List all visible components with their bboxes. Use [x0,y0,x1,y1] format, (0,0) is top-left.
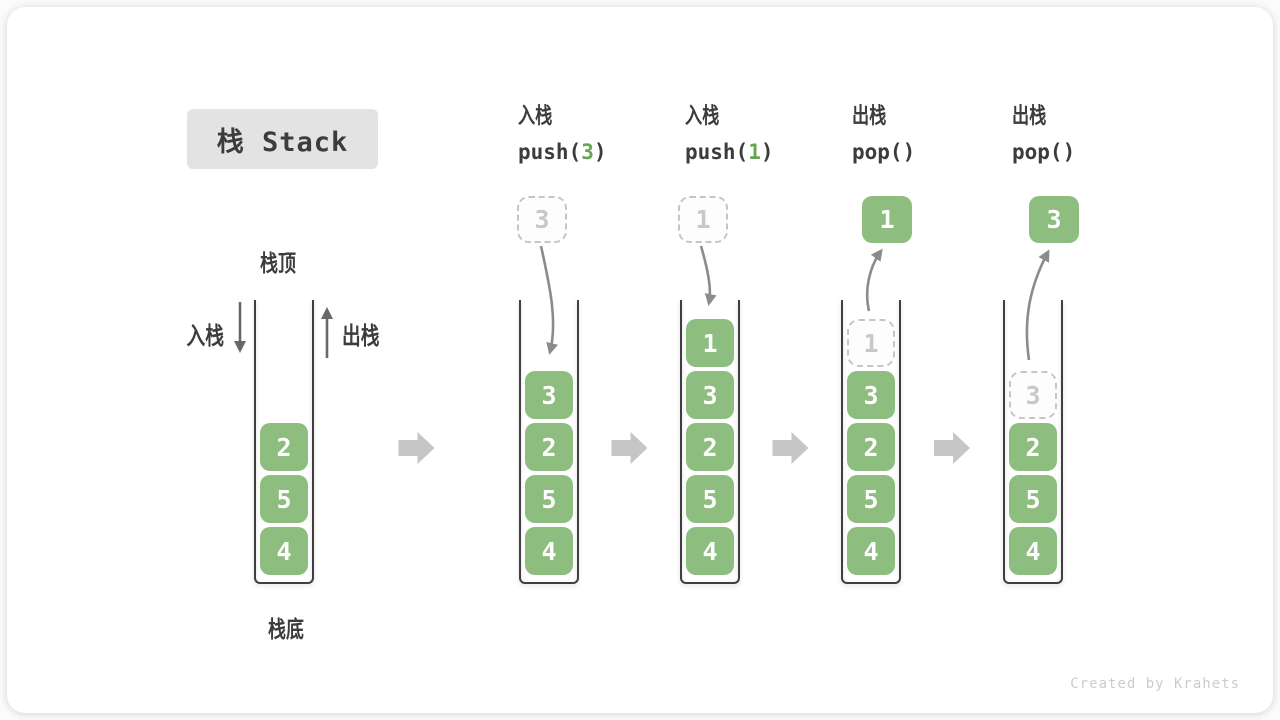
stack-block: 2 [525,423,573,471]
incoming-value-box: 1 [678,196,728,243]
pop-legend-label: 出栈 [342,322,380,350]
operation-4: 出栈 pop() [1012,104,1075,164]
title-badge: 栈 Stack [187,109,378,169]
op-code-pre: push( [518,140,582,165]
stack-block: 4 [260,527,308,575]
watermark: Created by Krahets [1070,676,1240,692]
stack-container-5 [1003,300,1063,584]
stack-top-label: 栈顶 [260,251,296,277]
op-label: 出栈 [1012,104,1047,129]
op-code-pre: push( [685,140,749,165]
stack-block: 5 [1009,475,1057,523]
popped-value-box: 3 [1029,196,1079,243]
stack-block: 4 [847,527,895,575]
stack-block: 5 [525,475,573,523]
stack-block: 3 [525,371,573,419]
stack-bottom-label: 栈底 [268,617,304,643]
stack-block: 4 [686,527,734,575]
incoming-value-box: 3 [517,196,567,243]
stack-block: 5 [686,475,734,523]
op-code: pop() [1012,140,1075,164]
operation-1: 入栈 push(3) [518,104,607,164]
stack-block: 2 [260,423,308,471]
push-legend-label: 入栈 [186,322,224,350]
op-code: push(3) [518,140,607,164]
stack-block: 5 [847,475,895,523]
stack-block: 2 [686,423,734,471]
op-label: 出栈 [852,104,887,129]
stack-block: 5 [260,475,308,523]
stack-block: 1 [686,319,734,367]
op-code-post: ) [902,140,916,165]
stack-block: 3 [847,371,895,419]
ghost-block: 1 [847,319,895,367]
op-code: push(1) [685,140,774,164]
operation-2: 入栈 push(1) [685,104,774,164]
op-code-post: ) [1062,140,1076,165]
popped-value-box: 1 [862,196,912,243]
stack-block: 4 [525,527,573,575]
op-code: pop() [852,140,915,164]
op-code-post: ) [760,140,774,165]
op-code-arg: 1 [748,140,761,165]
op-code-pre: pop( [1012,140,1063,165]
ghost-block: 3 [1009,371,1057,419]
title-text: 栈 Stack [216,126,349,158]
op-label: 入栈 [518,104,553,129]
stack-block: 3 [686,371,734,419]
op-code-pre: pop( [852,140,903,165]
op-code-arg: 3 [581,140,594,165]
stack-container-4 [841,300,901,584]
stack-container-3 [680,300,740,584]
stack-block: 4 [1009,527,1057,575]
stack-block: 2 [1009,423,1057,471]
operation-3: 出栈 pop() [852,104,915,164]
op-label: 入栈 [685,104,720,129]
stack-container-2 [519,300,579,584]
stack-container-1 [254,300,314,584]
stack-block: 2 [847,423,895,471]
op-code-post: ) [593,140,607,165]
